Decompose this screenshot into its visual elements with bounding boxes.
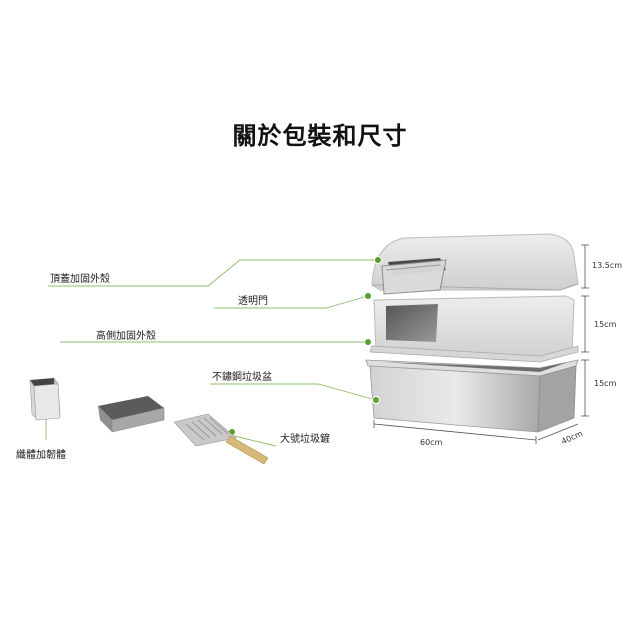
dim-middle-height: 15cm	[594, 320, 617, 329]
holder-piece	[29, 376, 61, 421]
clear-door	[381, 259, 447, 295]
dim-top-height: 13.5cm	[592, 261, 623, 270]
page-title: 關於包裝和尺寸	[232, 122, 408, 150]
steel-tray	[365, 359, 579, 433]
scoop	[173, 413, 269, 465]
high-side-shell	[369, 295, 579, 363]
dim-length: 60cm	[420, 438, 443, 447]
label-steel-tray: 不鏽鋼垃圾盆	[212, 372, 272, 383]
label-holder: 纖體加韌體	[16, 450, 66, 461]
label-scoop: 大號垃圾鏟	[280, 434, 330, 445]
label-high-side: 高側加固外殼	[96, 331, 156, 342]
label-clear-door: 透明門	[238, 296, 268, 307]
dimension-lines	[373, 244, 589, 444]
leader-lines	[35, 259, 378, 447]
dim-base-height: 15cm	[594, 379, 617, 388]
scoop-box	[98, 396, 165, 433]
label-top-cover: 頂蓋加固外殼	[50, 274, 110, 285]
